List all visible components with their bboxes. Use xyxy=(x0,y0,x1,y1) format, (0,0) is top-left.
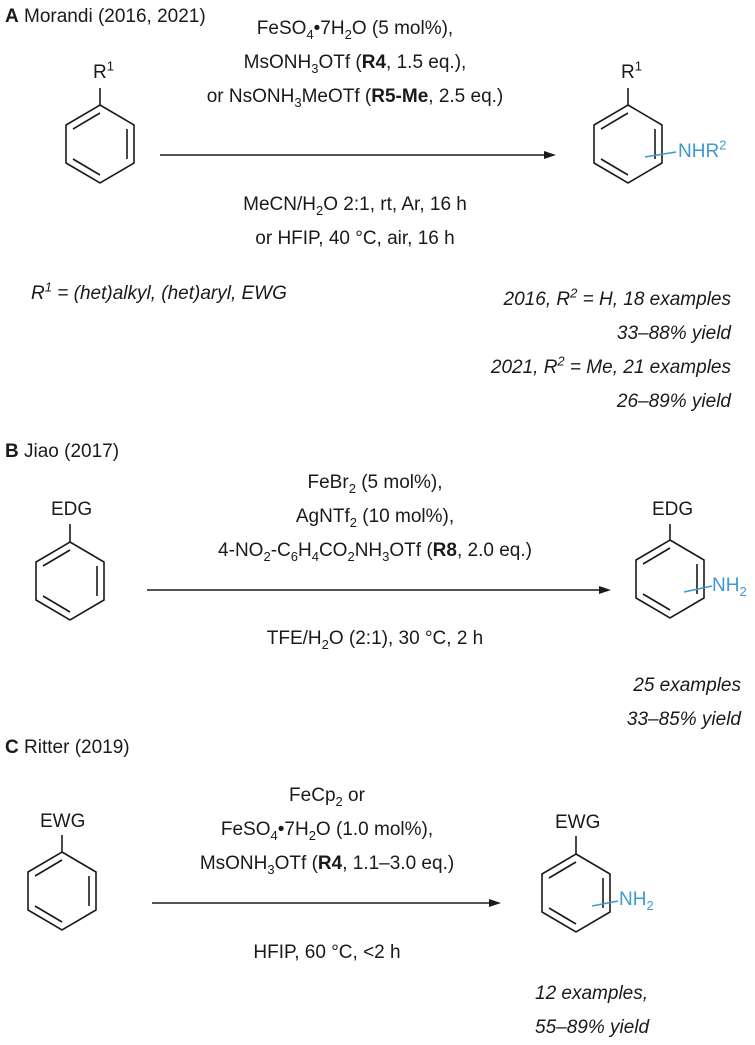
section-b-letter: B xyxy=(5,441,19,462)
reactant-b-substituent: EDG xyxy=(51,499,93,520)
condition-line: or HFIP, 40 °C, air, 16 h xyxy=(255,228,455,249)
condition-line: HFIP, 60 °C, <2 h xyxy=(253,942,401,963)
substituent-bond xyxy=(644,151,677,158)
product-b-group: NH2 xyxy=(712,575,747,599)
result-line: 2021, R2 = Me, 21 examples xyxy=(490,353,731,378)
product-c-substituent: EWG xyxy=(555,812,601,833)
condition-line: 4-NO2-C6H4CO2NH3OTf (R8, 2.0 eq.) xyxy=(218,540,532,564)
conditions-a-below: MeCN/H2O 2:1, rt, Ar, 16 h or HFIP, 40 °… xyxy=(160,188,550,256)
substituent-bond xyxy=(683,585,713,593)
substituent-bond xyxy=(591,900,619,907)
section-a-letter: A xyxy=(5,6,19,27)
benzene-ring xyxy=(35,524,105,621)
product-c-group: NH2 xyxy=(619,889,654,913)
section-c-results: 12 examples, 55–89% yield xyxy=(535,977,649,1045)
conditions-a-above: FeSO4•7H2O (5 mol%), MsONH3OTf (R4, 1.5 … xyxy=(160,12,550,114)
condition-line: AgNTf2 (10 mol%), xyxy=(295,506,455,530)
result-line: 26–89% yield xyxy=(616,391,731,412)
section-a-results: 2016, R2 = H, 18 examples 33–88% yield 2… xyxy=(491,283,731,419)
section-a-author: Morandi (2016, 2021) xyxy=(24,6,206,27)
condition-line: or NsONH3MeOTf (R5-Me, 2.5 eq.) xyxy=(206,86,504,110)
conditions-c-below: HFIP, 60 °C, <2 h xyxy=(152,936,502,970)
condition-line: TFE/H2O (2:1), 30 °C, 2 h xyxy=(266,628,484,652)
section-b-header: B Jiao (2017) xyxy=(5,441,119,463)
section-c-header: C Ritter (2019) xyxy=(5,737,130,759)
condition-line: MeCN/H2O 2:1, rt, Ar, 16 h xyxy=(243,194,467,218)
section-a-r1-note: R1 = (het)alkyl, (het)aryl, EWG xyxy=(31,279,287,304)
condition-line: MsONH3OTf (R4, 1.1–3.0 eq.) xyxy=(199,853,455,877)
conditions-c-above: FeCp2 or FeSO4•7H2O (1.0 mol%), MsONH3OT… xyxy=(152,779,502,881)
result-line: 33–88% yield xyxy=(616,323,731,344)
condition-line: FeCp2 or xyxy=(289,785,365,809)
result-line: 25 examples xyxy=(633,675,741,696)
result-line: 55–89% yield xyxy=(535,1017,650,1038)
result-line: 33–85% yield xyxy=(626,709,741,730)
benzene-ring xyxy=(593,88,663,184)
benzene-ring xyxy=(65,88,135,184)
section-c-author: Ritter (2019) xyxy=(24,737,130,758)
result-line: 2016, R2 = H, 18 examples xyxy=(503,285,731,310)
section-c-letter: C xyxy=(5,737,19,758)
conditions-b-below: TFE/H2O (2:1), 30 °C, 2 h xyxy=(130,622,620,656)
product-a-substituent: R1 xyxy=(621,58,642,83)
benzene-ring xyxy=(541,836,611,933)
conditions-b-above: FeBr2 (5 mol%), AgNTf2 (10 mol%), 4-NO2-… xyxy=(130,466,620,568)
condition-line: FeBr2 (5 mol%), xyxy=(307,472,443,496)
benzene-ring xyxy=(27,835,97,931)
condition-line: FeSO4•7H2O (5 mol%), xyxy=(256,18,454,42)
condition-line: MsONH3OTf (R4, 1.5 eq.), xyxy=(243,52,467,76)
section-a-header: A Morandi (2016, 2021) xyxy=(5,6,206,28)
reactant-c-substituent: EWG xyxy=(40,811,86,832)
section-b-results: 25 examples 33–85% yield xyxy=(627,669,741,737)
condition-line: FeSO4•7H2O (1.0 mol%), xyxy=(220,819,434,843)
reactant-a-substituent: R1 xyxy=(93,58,114,83)
product-a-group: NHR2 xyxy=(678,137,727,162)
product-b-substituent: EDG xyxy=(652,499,694,520)
section-b-author: Jiao (2017) xyxy=(24,441,120,462)
result-line: 12 examples, xyxy=(535,983,649,1004)
